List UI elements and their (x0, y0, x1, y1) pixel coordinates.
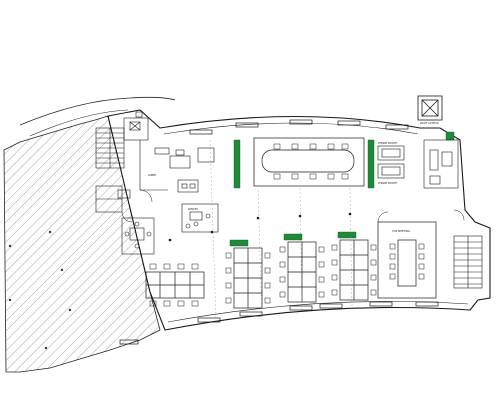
lobby-zone (139, 140, 215, 193)
workstation-block-3 (331, 239, 377, 301)
workstation-block-1 (225, 247, 271, 309)
roof-access (417, 95, 443, 121)
west-cluster-chairs (149, 263, 199, 307)
structural-grid (209, 139, 353, 321)
stair-west (95, 127, 125, 169)
room-label-top-meeting: TOP MEETING (392, 229, 410, 233)
phone-booths (377, 145, 405, 179)
south-facade-inner (167, 301, 469, 323)
north-windows (189, 119, 409, 135)
workstation-block-2 (279, 241, 325, 303)
hatched-building-zone (3, 115, 161, 373)
south-windows (119, 301, 439, 345)
boardroom (253, 137, 365, 187)
room-label-lobby: LOBBY (148, 173, 157, 177)
top-meeting-room (377, 221, 437, 299)
north-facade-curve (19, 96, 176, 126)
office-outline-inner (163, 122, 419, 135)
room-label-phone-1: PHONE BOOTH (378, 141, 397, 145)
lounge-east (423, 139, 459, 189)
room-label-phone-2: PHONE BOOTH (378, 181, 397, 185)
room-label-roof-access: ROOF ACCESS (420, 121, 439, 125)
north-facade-curve-inner (29, 109, 129, 137)
stair-east (453, 235, 483, 289)
office-outline (107, 109, 491, 331)
planter-strips (229, 131, 455, 247)
workstation-cluster-west (145, 263, 205, 307)
pantry-zone (181, 203, 219, 233)
west-room (121, 217, 155, 255)
boardroom-chairs (273, 143, 349, 180)
room-label-pantry: PANTRY (188, 207, 198, 211)
core-west-lower (95, 185, 131, 213)
top-meeting-chairs (389, 243, 425, 280)
structural-columns (168, 212, 352, 242)
core-west (123, 111, 149, 141)
door-swings (121, 189, 465, 223)
hatched-zone-columns (8, 230, 72, 350)
